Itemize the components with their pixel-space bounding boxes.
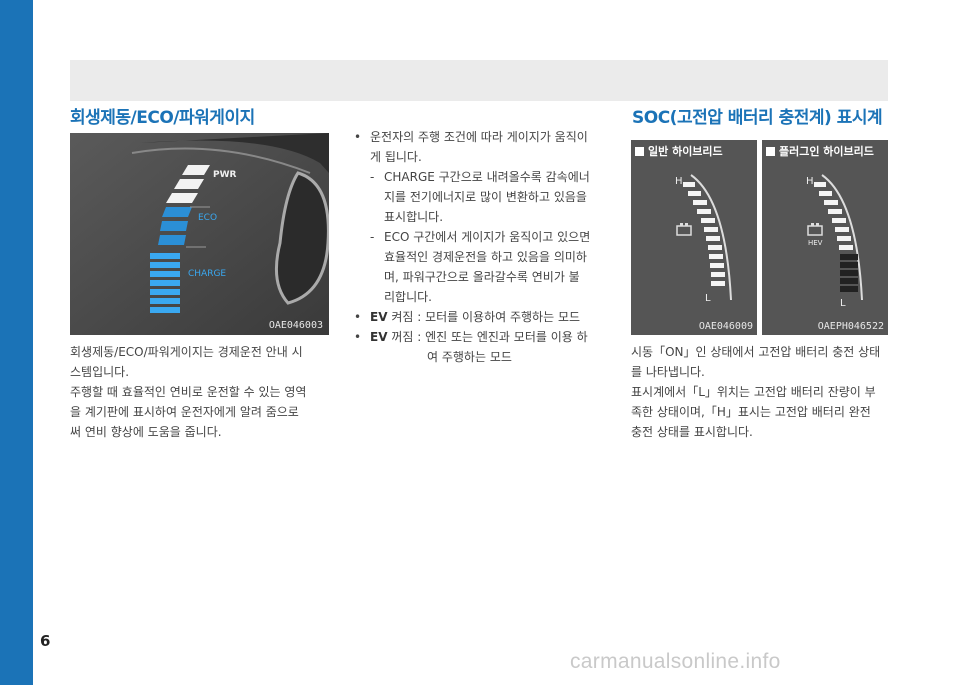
soc-low-label: L <box>705 293 711 304</box>
ev-off-text-continued: 여 주행하는 모드 <box>427 350 512 364</box>
sub-bullet-text: 효율적인 경제운전을 하고 있음을 의미하 <box>384 250 587 264</box>
header-band <box>70 60 888 101</box>
gauge-label-pwr: PWR <box>213 170 237 180</box>
soc-high-label: H <box>675 176 683 187</box>
bullet-dot: • <box>354 330 362 344</box>
page-number: 6 <box>40 632 51 650</box>
ev-on-text: 켜짐 : 모터를 이용하여 주행하는 모드 <box>391 310 581 324</box>
soc-description: 시동「ON」인 상태에서 고전압 배터리 충전 상태 를 나타냅니다. 표시계에… <box>631 342 893 442</box>
description-line: 스템입니다. <box>70 365 130 379</box>
image-code: OAE046009 <box>698 321 753 332</box>
soc-high-label: H <box>806 176 814 187</box>
bullet-dot: • <box>354 310 362 324</box>
description-line: 써 연비 향상에 도움을 줍니다. <box>70 425 222 439</box>
sub-bullet-dash: - <box>370 170 375 184</box>
gauge-label-charge: CHARGE <box>188 269 227 279</box>
sub-bullet-item: - ECO 구간에서 게이지가 움직이고 있으면 효율적인 경제운전을 하고 있… <box>354 227 619 307</box>
description-line: 족한 상태이며,「H」표시는 고전압 배터리 완전 <box>631 405 871 419</box>
bullet-item: • 운전자의 주행 조건에 따라 게이지가 움직이 게 됩니다. <box>354 127 619 167</box>
bullet-text: 운전자의 주행 조건에 따라 게이지가 움직이 <box>370 130 588 144</box>
description-line: 을 계기판에 표시하여 운전자에게 알려 줌으로 <box>70 405 299 419</box>
sub-bullet-item: - CHARGE 구간으로 내려올수록 감속에너 지를 전기에너지로 많이 변환… <box>354 167 619 227</box>
soc-tag-label: 일반 하이브리드 <box>648 145 723 158</box>
sub-bullet-text: ECO 구간에서 게이지가 움직이고 있으면 <box>384 230 591 244</box>
ev-off-item: • EV 꺼짐 : 엔진 또는 엔진과 모터를 이용 하 여 주행하는 모드 <box>354 327 619 367</box>
image-code: OAE046003 <box>268 320 323 331</box>
bullet-dot: • <box>354 130 362 144</box>
tag-box-icon <box>766 147 775 156</box>
soc-image-plugin-hybrid: 플러그인 하이브리드 H HEV L OAEPH046522 <box>762 140 888 335</box>
soc-gauge-illustration-hybrid <box>631 140 757 335</box>
sub-bullet-text: CHARGE 구간으로 내려올수록 감속에너 <box>384 170 590 184</box>
description-line: 충전 상태를 표시합니다. <box>631 425 753 439</box>
gauge-label-eco: ECO <box>198 213 218 223</box>
description-line: 시동「ON」인 상태에서 고전압 배터리 충전 상태 <box>631 345 881 359</box>
soc-image-hybrid: 일반 하이브리드 H L OAE046009 <box>631 140 757 335</box>
power-gauge-image: PWR ECO CHARGE OAE046003 <box>70 133 329 335</box>
tag-box-icon <box>635 147 644 156</box>
ev-label: EV <box>370 330 388 344</box>
power-gauge-description: 회생제동/ECO/파워게이지는 경제운전 안내 시 스템입니다. 주행할 때 효… <box>70 342 332 442</box>
sub-bullet-dash: - <box>370 230 375 244</box>
sub-bullet-text: 지를 전기에너지로 많이 변환하고 있음을 <box>384 190 587 204</box>
left-accent-bar <box>0 0 33 685</box>
sub-bullet-text: 리합니다. <box>384 290 432 304</box>
soc-tag-plugin: 플러그인 하이브리드 <box>766 143 874 159</box>
soc-gauge-illustration-plugin <box>762 140 888 335</box>
soc-tag-label: 플러그인 하이브리드 <box>779 145 874 158</box>
sub-bullet-text: 며, 파워구간으로 올라갈수록 연비가 불 <box>384 270 580 284</box>
power-gauge-illustration <box>70 133 329 335</box>
image-code: OAEPH046522 <box>817 321 884 332</box>
soc-low-label: L <box>840 298 846 309</box>
soc-tag-hybrid: 일반 하이브리드 <box>635 143 723 159</box>
description-line: 를 나타냅니다. <box>631 365 705 379</box>
gauge-bullet-list: • 운전자의 주행 조건에 따라 게이지가 움직이 게 됩니다. - CHARG… <box>354 127 619 367</box>
ev-off-text: 꺼짐 : 엔진 또는 엔진과 모터를 이용 하 <box>391 330 588 344</box>
ev-label: EV <box>370 310 388 324</box>
section-title-soc: SOC(고전압 배터리 충전계) 표시계 <box>632 108 883 128</box>
description-line: 주행할 때 효율적인 연비로 운전할 수 있는 영역 <box>70 385 307 399</box>
bullet-text: 게 됩니다. <box>370 150 422 164</box>
watermark: carmanualsonline.info <box>570 650 781 673</box>
ev-on-item: • EV 켜짐 : 모터를 이용하여 주행하는 모드 <box>354 307 619 327</box>
sub-bullet-text: 표시합니다. <box>384 210 444 224</box>
section-title-power-gauge: 회생제동/ECO/파워게이지 <box>70 108 255 128</box>
description-line: 표시계에서「L」위치는 고전압 배터리 잔량이 부 <box>631 385 876 399</box>
description-line: 회생제동/ECO/파워게이지는 경제운전 안내 시 <box>70 345 303 359</box>
soc-hev-label: HEV <box>808 239 823 247</box>
